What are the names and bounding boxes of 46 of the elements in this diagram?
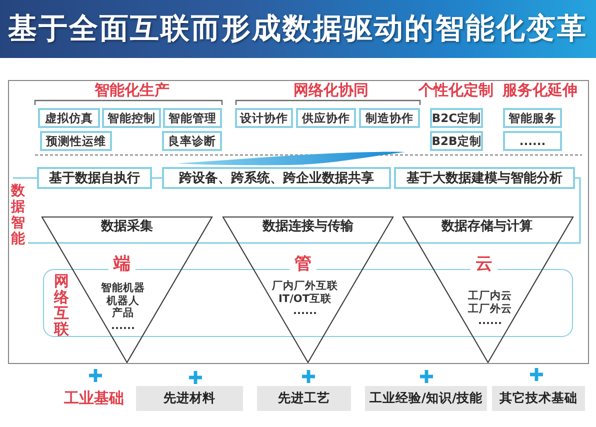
list-item: 工厂内云 [468,290,512,302]
list-item: ...... [111,320,135,332]
inverted-triangle [41,216,213,363]
triangle-heading: 数据采集 [101,219,153,235]
feature-box: ...... [503,131,562,151]
triangle-heading: 数据存储与计算 [442,219,532,235]
feature-box: 设计协作 [235,108,293,128]
list-item: 厂内厂外互联 [272,280,338,292]
layer-label: 端 [108,254,136,274]
list-item: ...... [293,305,317,318]
list-item: IT/OT互联 [278,292,332,305]
capability-box: 基于大数据建模与智能分析 [394,167,575,189]
row-heading: 工业基础 [64,390,124,407]
group-heading: 智能化生产 [94,82,170,99]
list-item: 机器人 [106,294,140,307]
list-item: 产品 [112,307,134,320]
feature-box: B2B定制 [430,131,483,151]
triangle-heading: 数据连接与传输 [262,219,354,235]
foundation-box: 先进材料 [136,386,243,411]
list-item: 工厂外云 [468,302,512,315]
inverted-triangle [222,216,394,363]
layer-label: 云 [470,254,498,274]
capability-box: 基于数据自执行 [37,167,152,189]
layer-label: 管 [290,254,316,274]
list-item: 智能机器 [101,282,145,294]
feature-box: 虚拟仿真 [38,108,100,128]
inverted-triangle [402,216,574,363]
feature-box: 智能控制 [102,108,161,128]
feature-box: 预测性运维 [40,131,112,151]
side-label: 网络互联 [54,273,70,337]
feature-box: B2C定制 [430,108,483,128]
title-banner: 基于全面互联而形成数据驱动的智能化变革 [0,0,596,58]
feature-box: 智能服务 [503,108,562,128]
foundation-box: 其它技术基础 [492,386,585,411]
feature-box: 制造协作 [359,108,420,128]
capability-box: 跨设备、跨系统、跨企业数据共享 [162,167,391,189]
group-heading: 服务化延伸 [502,82,578,99]
feature-box: 智能管理 [163,108,222,128]
foundation-box: 工业经验/知识/技能 [365,386,487,411]
side-label: 数据智能 [11,183,26,247]
list-item: ...... [478,315,502,328]
feature-box: 良率诊断 [162,131,222,151]
group-heading: 网络化协同 [294,82,368,99]
foundation-box: 先进工艺 [257,386,351,411]
feature-box: 供应协作 [296,108,356,128]
group-heading: 个性化定制 [418,82,494,99]
